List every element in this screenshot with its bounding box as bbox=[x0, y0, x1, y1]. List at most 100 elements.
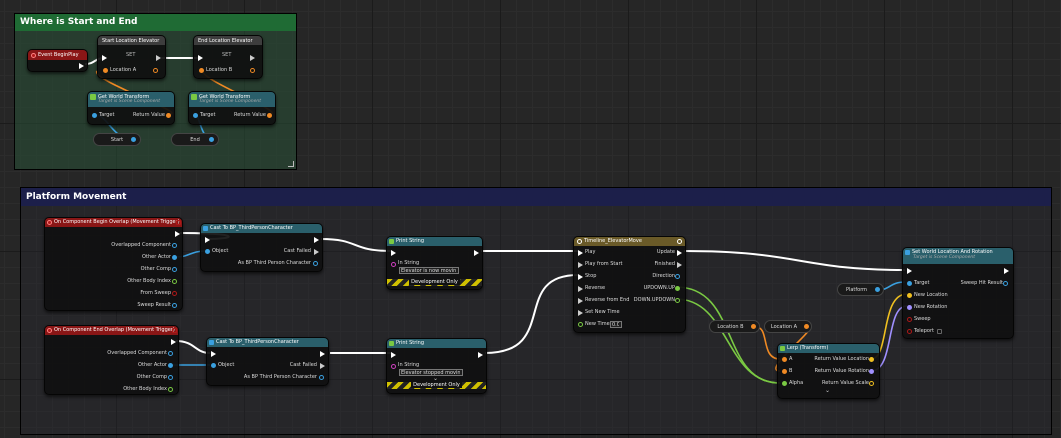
lerp-transform-node[interactable]: Lerp (Transform) A B Alpha Return Value … bbox=[777, 343, 880, 399]
down-updown-output-pin[interactable] bbox=[675, 298, 680, 303]
location-b-output-pin[interactable] bbox=[250, 68, 255, 73]
exec-input-pin[interactable] bbox=[102, 55, 107, 61]
exec-input-pin[interactable] bbox=[907, 268, 912, 274]
location-b-variable-node[interactable]: Location B bbox=[709, 320, 760, 333]
exec-input-pin[interactable] bbox=[391, 352, 396, 358]
reverse-input-pin[interactable] bbox=[578, 286, 583, 292]
new-time-field[interactable] bbox=[610, 321, 622, 328]
sweep-result-pin[interactable] bbox=[172, 303, 177, 308]
updown-up-output-pin[interactable] bbox=[675, 286, 680, 291]
update-output-pin[interactable] bbox=[677, 250, 682, 256]
exec-output-pin[interactable] bbox=[474, 250, 479, 256]
exec-output-pin[interactable] bbox=[156, 55, 161, 61]
in-string-pin[interactable] bbox=[391, 364, 396, 369]
object-input-pin[interactable] bbox=[211, 363, 216, 368]
platform-output-pin[interactable] bbox=[875, 287, 880, 292]
return-value-pin[interactable] bbox=[267, 113, 272, 118]
reverse-from-end-pin[interactable] bbox=[578, 298, 583, 304]
target-input-pin[interactable] bbox=[193, 113, 198, 118]
resize-grip-icon[interactable] bbox=[288, 161, 294, 167]
play-from-start-pin[interactable] bbox=[578, 262, 583, 268]
start-variable-node[interactable]: Start bbox=[93, 133, 141, 146]
direction-output-pin[interactable] bbox=[675, 274, 680, 279]
target-input-pin[interactable] bbox=[92, 113, 97, 118]
alpha-input-pin[interactable] bbox=[782, 381, 787, 386]
set-world-location-rotation-node[interactable]: Set World Location And Rotation Target i… bbox=[902, 247, 1014, 339]
other-body-index-pin[interactable] bbox=[172, 279, 177, 284]
print-string-node[interactable]: Print String In String Development Only bbox=[386, 236, 483, 290]
overlapped-component-pin[interactable] bbox=[168, 351, 173, 356]
cast-to-character-node[interactable]: Cast To BP_ThirdPersonCharacter Object C… bbox=[200, 223, 323, 272]
location-a-variable-node[interactable]: Location A bbox=[764, 320, 812, 333]
new-time-pin[interactable] bbox=[578, 322, 583, 327]
return-rotation-pin[interactable] bbox=[869, 369, 874, 374]
begin-overlap-event-node[interactable]: On Component Begin Overlap (Movement Tri… bbox=[44, 217, 183, 311]
object-input-pin[interactable] bbox=[205, 249, 210, 254]
exec-input-pin[interactable] bbox=[198, 55, 203, 61]
set-end-location-node[interactable]: End Location Elevator SET Location B bbox=[193, 35, 263, 79]
location-b-output-pin[interactable] bbox=[751, 324, 756, 329]
other-actor-pin[interactable] bbox=[168, 363, 173, 368]
set-start-location-node[interactable]: Start Location Elevator SET Location A bbox=[97, 35, 166, 79]
set-new-time-pin[interactable] bbox=[578, 310, 583, 316]
chevron-down-icon[interactable]: ⌄ bbox=[433, 375, 439, 382]
other-body-index-pin[interactable] bbox=[168, 387, 173, 392]
replicate-icon bbox=[677, 239, 682, 244]
exec-output-pin[interactable] bbox=[1004, 268, 1009, 274]
new-location-pin[interactable] bbox=[907, 293, 912, 298]
location-a-input-pin[interactable] bbox=[103, 68, 108, 73]
other-comp-pin[interactable] bbox=[172, 267, 177, 272]
other-actor-pin[interactable] bbox=[172, 255, 177, 260]
stop-input-pin[interactable] bbox=[578, 274, 583, 280]
in-string-pin[interactable] bbox=[391, 262, 396, 267]
finished-output-pin[interactable] bbox=[677, 262, 682, 268]
end-output-pin[interactable] bbox=[209, 137, 214, 142]
cast-failed-pin[interactable] bbox=[314, 249, 319, 255]
exec-input-pin[interactable] bbox=[391, 250, 396, 256]
return-scale-pin[interactable] bbox=[869, 381, 874, 386]
exec-input-pin[interactable] bbox=[211, 351, 216, 357]
in-string-field[interactable] bbox=[399, 267, 459, 274]
start-output-pin[interactable] bbox=[131, 137, 136, 142]
return-value-pin[interactable] bbox=[166, 113, 171, 118]
location-a-output-pin[interactable] bbox=[804, 324, 809, 329]
exec-output-pin[interactable] bbox=[314, 237, 319, 243]
new-rotation-pin[interactable] bbox=[907, 305, 912, 310]
as-character-pin[interactable] bbox=[319, 375, 324, 380]
overlapped-component-pin[interactable] bbox=[172, 243, 177, 248]
teleport-checkbox[interactable] bbox=[937, 329, 942, 334]
exec-output-pin[interactable] bbox=[171, 339, 176, 345]
platform-variable-node[interactable]: Platform bbox=[837, 283, 884, 296]
timeline-elevator-move-node[interactable]: Timeline_ElevatorMove Play Play from Sta… bbox=[573, 236, 686, 333]
b-input-pin[interactable] bbox=[782, 369, 787, 374]
play-input-pin[interactable] bbox=[578, 250, 583, 256]
end-overlap-event-node[interactable]: On Component End Overlap (Movement Trigg… bbox=[44, 325, 179, 395]
location-a-output-pin[interactable] bbox=[153, 68, 158, 73]
teleport-pin[interactable] bbox=[907, 329, 912, 334]
cast-failed-pin[interactable] bbox=[320, 363, 325, 369]
sweep-pin[interactable] bbox=[907, 317, 912, 322]
event-beginplay-node[interactable]: Event BeginPlay bbox=[27, 49, 88, 72]
exec-output-pin[interactable] bbox=[320, 351, 325, 357]
return-location-pin[interactable] bbox=[869, 357, 874, 362]
in-string-field[interactable] bbox=[399, 369, 463, 376]
exec-output-pin[interactable] bbox=[175, 231, 180, 237]
get-world-transform-node[interactable]: Get World Transform Target is Scene Comp… bbox=[188, 91, 276, 125]
end-variable-node[interactable]: End bbox=[171, 133, 219, 146]
a-input-pin[interactable] bbox=[782, 357, 787, 362]
get-world-transform-node[interactable]: Get World Transform Target is Scene Comp… bbox=[87, 91, 175, 125]
chevron-down-icon[interactable]: ⌄ bbox=[825, 387, 831, 394]
exec-output-pin[interactable] bbox=[250, 55, 255, 61]
target-input-pin[interactable] bbox=[907, 281, 912, 286]
as-character-pin[interactable] bbox=[313, 261, 318, 266]
location-b-input-pin[interactable] bbox=[199, 68, 204, 73]
sweep-hit-result-pin[interactable] bbox=[1003, 281, 1008, 286]
exec-output-pin[interactable] bbox=[478, 352, 483, 358]
print-string-node[interactable]: Print String In String ⌄ Development Onl… bbox=[386, 338, 487, 394]
cast-to-character-node[interactable]: Cast To BP_ThirdPersonCharacter Object C… bbox=[206, 337, 329, 386]
from-sweep-pin[interactable] bbox=[172, 291, 177, 296]
exec-input-pin[interactable] bbox=[205, 237, 210, 243]
exec-output-pin[interactable] bbox=[79, 63, 84, 69]
other-comp-pin[interactable] bbox=[168, 375, 173, 380]
